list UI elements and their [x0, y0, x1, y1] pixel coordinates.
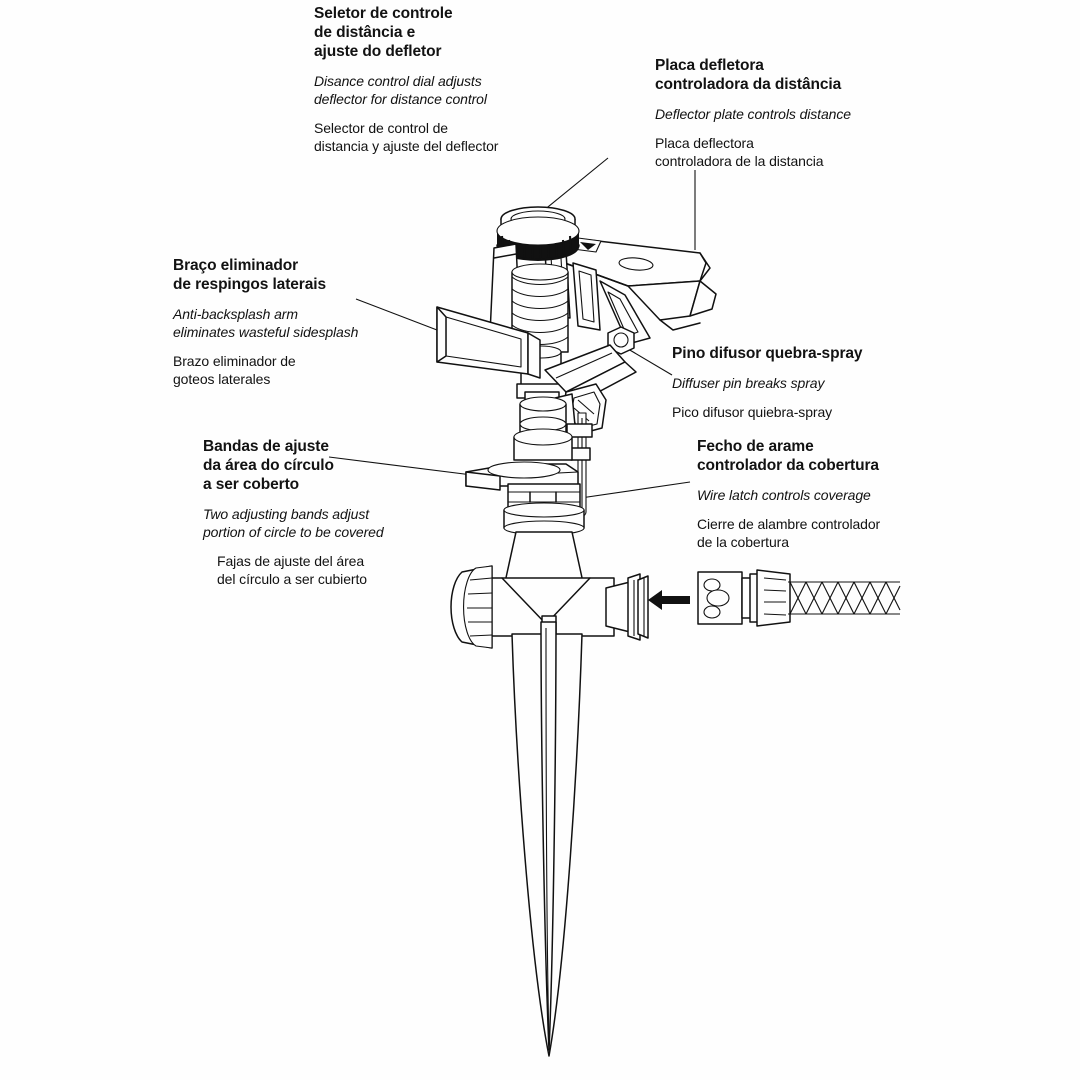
- coil-spring: [511, 263, 569, 353]
- attach-direction-arrow: [648, 590, 690, 610]
- callout-wire-latch: Fecho de arame controlador da cobertura …: [697, 437, 997, 551]
- callout-text-en: Disance control dial adjusts deflector f…: [314, 73, 487, 107]
- callout-text-en: Anti-backsplash arm eliminates wasteful …: [173, 306, 359, 340]
- callout-text-es: Selector de control de distancia y ajust…: [314, 120, 499, 154]
- sprinkler-body: [513, 396, 573, 461]
- callout-deflector-plate: Placa defletora controladora da distânci…: [655, 56, 955, 170]
- callout-text-es: Placa deflectora controladora de la dist…: [655, 135, 824, 169]
- callout-text-en: Wire latch controls coverage: [697, 487, 871, 503]
- ground-spike: [511, 621, 583, 1057]
- callout-distance-control-dial: Seletor de controle de distância e ajust…: [314, 4, 614, 155]
- braided-hose: [788, 581, 901, 615]
- callout-text-es: Fajas de ajuste del área del círculo a s…: [217, 553, 367, 587]
- anti-backsplash-paddle: [436, 306, 541, 379]
- leader-anti-backsplash-arm: [355, 298, 438, 331]
- callout-title-pt: Placa defletora controladora da distânci…: [655, 57, 842, 93]
- callout-text-es: Brazo eliminador de goteos laterales: [173, 353, 296, 387]
- callout-title-pt: Bandas de ajuste da área do círculo a se…: [203, 438, 334, 493]
- callout-text-es: Cierre de alambre controlador de la cobe…: [697, 516, 881, 550]
- threaded-hose-outlet: [605, 573, 649, 641]
- callout-title-pt: Pino difusor quebra-spray: [672, 345, 863, 362]
- knurled-distance-dial: [496, 206, 580, 261]
- callout-title-pt: Fecho de arame controlador da cobertura: [697, 438, 879, 474]
- callout-adjusting-bands: Bandas de ajuste da área do círculo a se…: [203, 437, 473, 588]
- callout-anti-backsplash-arm: Braço eliminador de respingos laterais A…: [173, 256, 443, 388]
- hex-pivot-nut: [607, 326, 635, 355]
- callout-title-pt: Braço eliminador de respingos laterais: [173, 257, 326, 293]
- leader-diffuser-pin: [622, 345, 673, 376]
- callout-text-en: Diffuser pin breaks spray: [672, 375, 825, 391]
- quick-connect-coupling: [697, 569, 791, 627]
- callout-text-en: Two adjusting bands adjust portion of ci…: [203, 506, 384, 540]
- callout-title-pt: Seletor de controle de distância e ajust…: [314, 5, 453, 60]
- fluted-end-cap: [450, 565, 493, 649]
- callout-text-es: Pico difusor quiebra-spray: [672, 404, 833, 420]
- callout-text-en: Deflector plate controls distance: [655, 106, 851, 122]
- callout-diffuser-pin: Pino difusor quebra-spray Diffuser pin b…: [672, 344, 972, 421]
- adjusting-bands-collar: [465, 461, 585, 536]
